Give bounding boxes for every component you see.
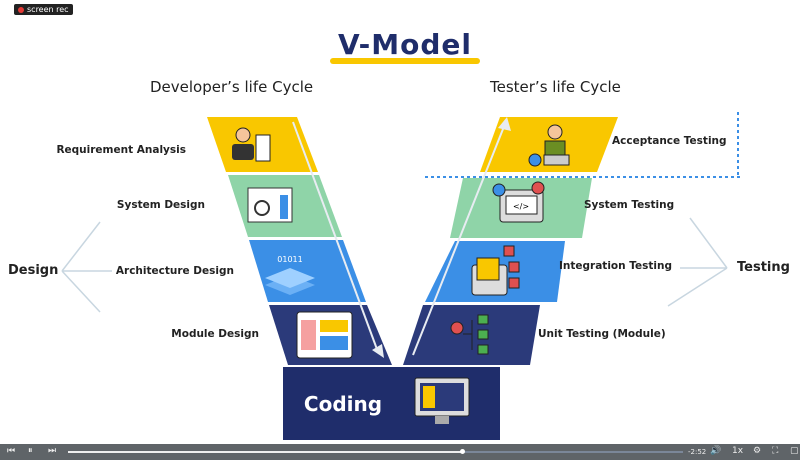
- unit-test-icon: [450, 314, 489, 355]
- verification-arrow: [292, 121, 379, 353]
- acceptance-person-icon: [528, 124, 570, 167]
- screen-rec-label: screen rec: [27, 5, 69, 14]
- pause-icon[interactable]: ⏸: [28, 446, 33, 456]
- label-testing: Testing: [737, 260, 790, 275]
- validation-arrow: [412, 123, 506, 356]
- label-coding: Coding: [303, 391, 383, 416]
- title-underline: [330, 58, 480, 64]
- label-requirement-analysis: Requirement Analysis: [56, 144, 186, 156]
- fullscreen-icon[interactable]: ⛶: [772, 446, 779, 456]
- progress-fill: [68, 451, 462, 453]
- label-architecture-design: Architecture Design: [115, 265, 234, 277]
- pip-icon[interactable]: ▢: [790, 446, 799, 456]
- slide-title: V-Model: [338, 28, 472, 61]
- label-design: Design: [8, 263, 59, 278]
- record-icon: [18, 6, 24, 13]
- progress-slider[interactable]: [68, 449, 683, 454]
- person-checklist-icon: [232, 127, 271, 162]
- coding-monitor-icon: [414, 377, 470, 424]
- time-remaining: -2:52: [688, 448, 707, 456]
- v-model-diagram: 01011 </>: [61, 112, 740, 440]
- testing-arrows: [667, 217, 728, 307]
- progress-handle[interactable]: [459, 449, 465, 454]
- monitor-code-icon: </>: [492, 181, 545, 223]
- design-tools-icon: [247, 187, 293, 223]
- label-acceptance-testing: Acceptance Testing: [612, 135, 727, 147]
- developer-heading: Developer’s life Cycle: [150, 78, 314, 96]
- speed-button[interactable]: 1x: [732, 446, 744, 456]
- settings-icon[interactable]: ⚙: [753, 446, 762, 456]
- integration-server-icon: [471, 245, 520, 296]
- volume-icon[interactable]: 🔊: [710, 446, 722, 456]
- module-window-icon: [296, 311, 353, 359]
- label-unit-testing: Unit Testing (Module): [538, 328, 666, 340]
- label-system-testing: System Testing: [584, 199, 675, 211]
- next-icon[interactable]: ⏭: [48, 446, 57, 456]
- video-control-bar: ⏮ ⏸ ⏭ -2:52 🔊 1x ⚙ ⛶ ▢: [0, 444, 800, 460]
- previous-icon[interactable]: ⏮: [7, 446, 16, 456]
- svg-text:</>: </>: [513, 202, 529, 211]
- screen-rec-badge: screen rec: [14, 4, 73, 15]
- label-system-design: System Design: [116, 199, 205, 211]
- label-integration-testing: Integration Testing: [559, 260, 673, 272]
- tester-heading: Tester’s life Cycle: [490, 78, 621, 96]
- svg-text:01011: 01011: [277, 255, 302, 264]
- label-module-design: Module Design: [171, 328, 259, 340]
- design-arrows: [61, 221, 112, 313]
- layers-code-icon: 01011: [265, 255, 315, 295]
